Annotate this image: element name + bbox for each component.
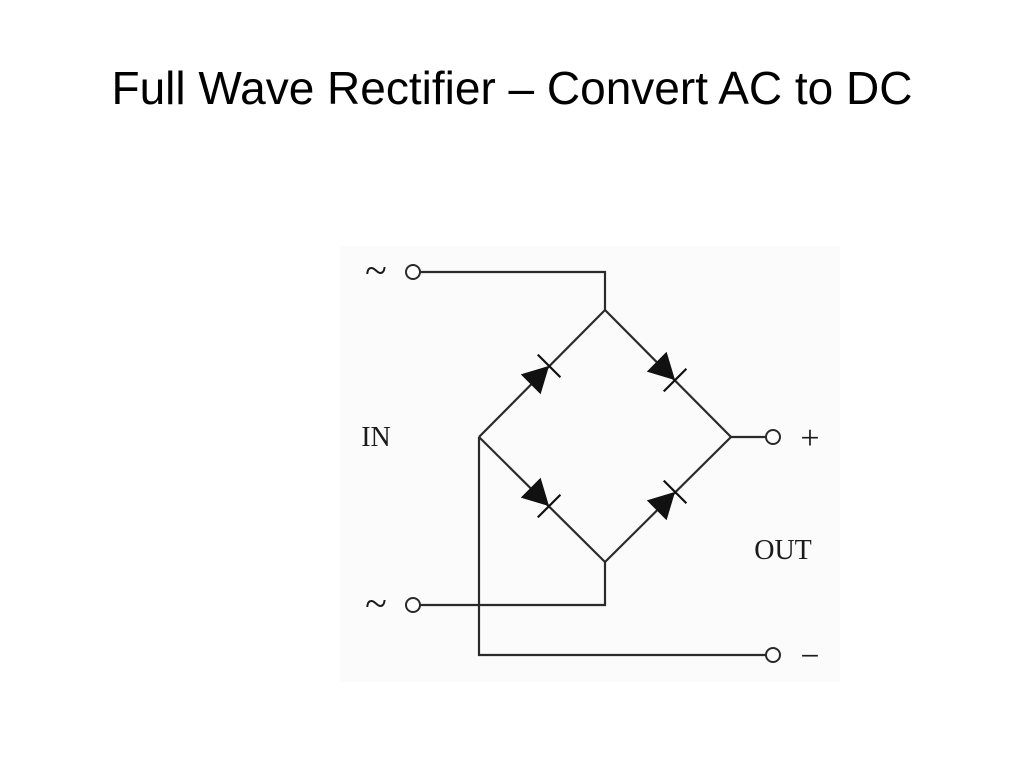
ac-bottom-label: ~ bbox=[365, 581, 387, 626]
diode-lower-right bbox=[646, 479, 688, 521]
terminal-negative bbox=[765, 647, 781, 663]
terminal-positive bbox=[765, 429, 781, 445]
diode-lower-left bbox=[520, 477, 562, 519]
negative-label: − bbox=[800, 638, 819, 675]
input-label: IN bbox=[361, 422, 391, 453]
diagram-background bbox=[340, 246, 840, 682]
wire-ac-bottom bbox=[420, 562, 607, 607]
terminal-ac-bottom bbox=[405, 597, 421, 613]
ac-top-label: ~ bbox=[365, 248, 387, 293]
slide-title: Full Wave Rectifier – Convert AC to DC bbox=[111, 62, 913, 114]
output-label: OUT bbox=[754, 535, 812, 566]
wire-ac-top bbox=[420, 270, 607, 310]
wire-negative-output bbox=[477, 437, 766, 657]
positive-label: + bbox=[800, 420, 819, 457]
circuit-wires bbox=[420, 270, 766, 657]
diode-upper-right bbox=[646, 351, 688, 393]
diode-upper-left bbox=[520, 353, 562, 395]
terminal-ac-top bbox=[405, 264, 421, 280]
